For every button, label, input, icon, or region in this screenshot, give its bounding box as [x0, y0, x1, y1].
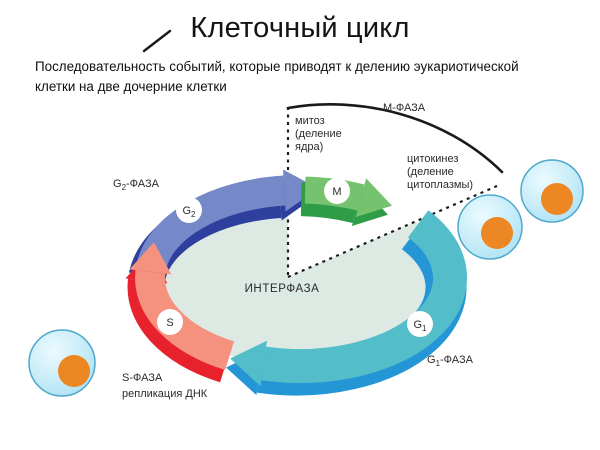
label-s-phase: S-ФАЗА	[122, 372, 163, 384]
subtitle-line-2: клетки на две дочерние клетки	[35, 79, 227, 95]
arrow-m-head	[355, 178, 392, 217]
page-title: Клеточный цикл	[190, 12, 410, 44]
note-mitosis-line3: ядра)	[295, 141, 323, 153]
arrow-s-head	[129, 242, 172, 275]
daughter-cell-right-nucleus-icon	[541, 183, 573, 215]
note-mitosis: митоз (деление ядра)	[295, 115, 342, 153]
m-phase-brace-curve	[286, 102, 504, 174]
note-mitosis-line1: митоз	[295, 115, 325, 127]
badge-g2	[176, 197, 202, 223]
phase-badges: G2 M S G1	[157, 178, 433, 337]
badge-m	[324, 178, 350, 204]
arrow-g1-head	[230, 340, 267, 387]
daughter-cell-left-nucleus-icon	[481, 217, 513, 249]
subtitle-line-1: Последовательность событий, которые прив…	[35, 59, 519, 74]
note-cytokinesis-line2: (деление	[407, 166, 454, 178]
label-s-phase-dna: репликация ДНК	[122, 388, 208, 400]
note-cytokinesis-line3: цитоплазмы)	[407, 179, 473, 191]
badge-g1-label: G1	[413, 319, 427, 333]
badge-g2-label: G2	[182, 205, 196, 219]
badge-s	[157, 309, 183, 335]
cytokinesis-end-dashed-line	[287, 184, 498, 279]
badge-g1	[407, 311, 433, 337]
note-cytokinesis: цитокинез (деление цитоплазмы)	[407, 153, 473, 191]
subtitle: Последовательность событий, которые прив…	[35, 57, 519, 97]
note-mitosis-line2: (деление	[295, 128, 342, 140]
parent-cell	[28, 329, 96, 397]
label-g1-phase: G1-ФАЗА	[427, 354, 474, 368]
arrow-g2-head	[283, 169, 319, 212]
parent-cell-nucleus-icon	[58, 355, 90, 387]
label-g2-phase: G2-ФАЗА	[113, 178, 160, 192]
badge-s-label: S	[166, 317, 173, 329]
title-accent-stroke	[142, 29, 172, 53]
badge-m-label: M	[332, 186, 341, 198]
label-interphase: ИНТЕРФАЗА	[245, 283, 320, 295]
label-m-phase: М-ФАЗА	[383, 102, 426, 114]
note-cytokinesis-line1: цитокинез	[407, 153, 458, 165]
daughter-cells	[457, 159, 584, 260]
m-phase-wedge	[288, 110, 519, 277]
